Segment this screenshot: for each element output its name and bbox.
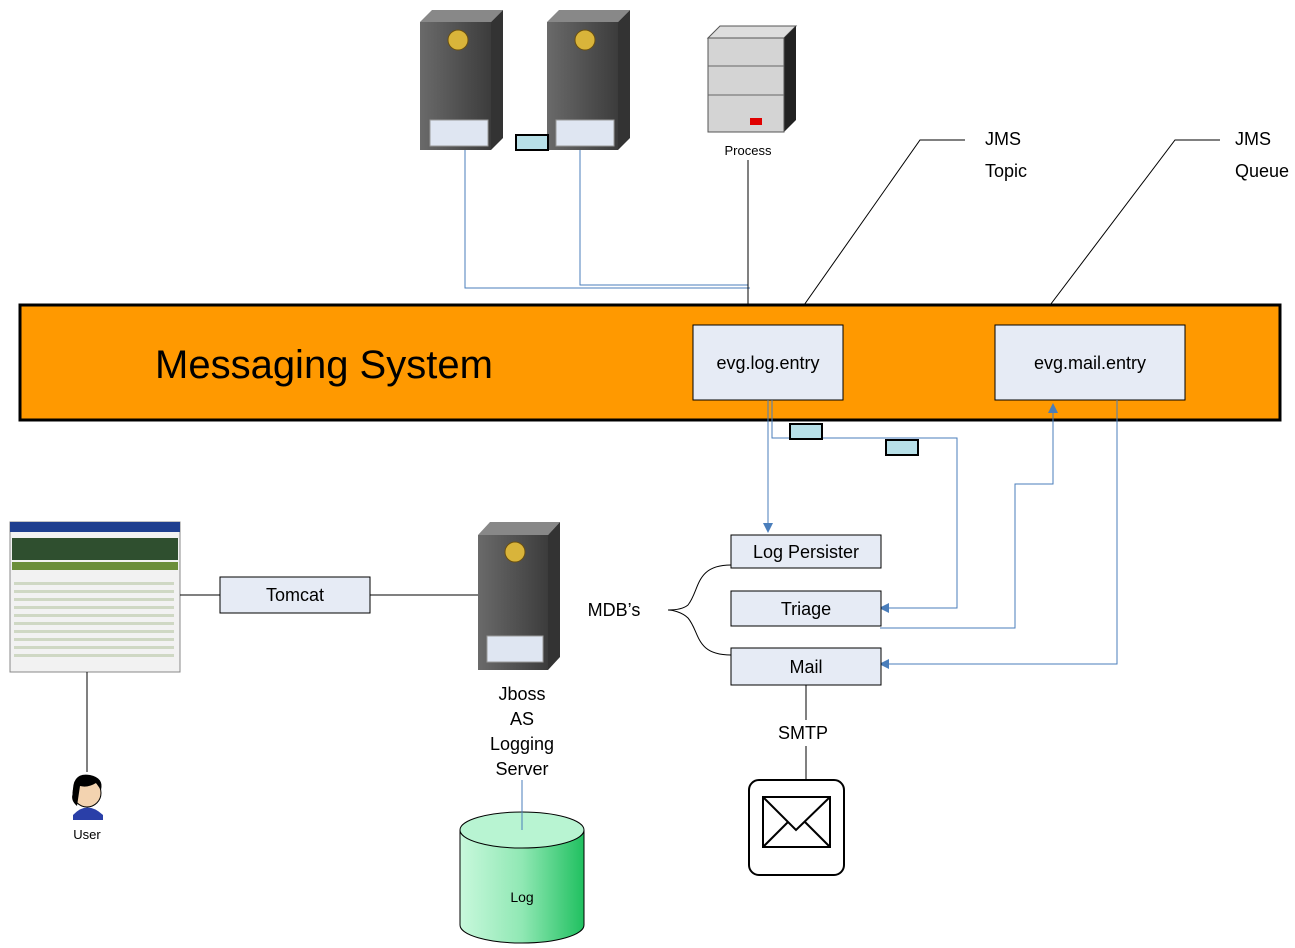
browser-screenshot-icon (9, 521, 181, 673)
user-label: User (73, 827, 101, 842)
triage-box (730, 590, 882, 627)
server-connectors (464, 150, 753, 319)
message-icon (515, 134, 549, 151)
queue-connectors (763, 400, 1118, 669)
log-database-icon (459, 811, 585, 944)
log-database-label: Log (510, 889, 533, 905)
message-icon (789, 423, 823, 440)
jms-topic-label-1: JMS (985, 129, 1021, 149)
messaging-system-title: Messaging System (155, 343, 493, 387)
mdb-brace (667, 564, 732, 656)
jboss-label-4: Server (495, 759, 548, 779)
jboss-label-2: AS (510, 709, 534, 729)
triage-label: Triage (781, 599, 831, 619)
envelope-icon (748, 779, 845, 876)
mail-label: Mail (789, 657, 822, 677)
jms-topic-callout: JMS Topic (789, 129, 1027, 326)
jms-queue-callout: JMS Queue (1034, 129, 1289, 326)
mail-queue-box (994, 324, 1186, 401)
jms-queue-label-2: Queue (1235, 161, 1289, 181)
user-icon (72, 774, 103, 820)
process-label: Process (725, 143, 772, 158)
jms-topic-label-2: Topic (985, 161, 1027, 181)
message-icon (885, 439, 919, 456)
jboss-label-3: Logging (490, 734, 554, 754)
app-server-1-icon (420, 10, 503, 150)
jboss-label-1: Jboss (498, 684, 545, 704)
jboss-server-icon (478, 522, 560, 670)
log-queue-label: evg.log.entry (716, 353, 819, 373)
app-server-2-icon (547, 10, 630, 150)
log-persister-box (730, 534, 882, 569)
smtp-label: SMTP (778, 723, 828, 743)
mdbs-label: MDB’s (588, 600, 641, 620)
log-persister-label: Log Persister (753, 542, 859, 562)
mail-queue-label: evg.mail.entry (1034, 353, 1146, 373)
tomcat-box (219, 576, 371, 614)
jms-queue-label-1: JMS (1235, 129, 1271, 149)
process-server-icon (706, 25, 798, 133)
tomcat-label: Tomcat (266, 585, 324, 605)
